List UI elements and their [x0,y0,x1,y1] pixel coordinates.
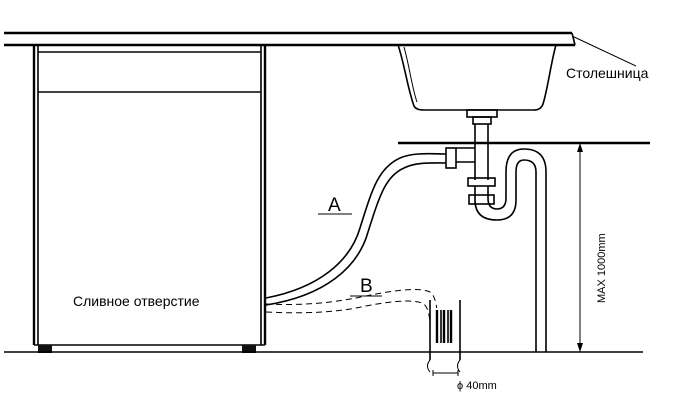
countertop-label: Столешница [566,65,649,81]
max-height-label: MAX 1000mm [596,233,608,303]
max-height-dimension [577,143,583,352]
hose-a-label: A [328,195,341,216]
pipe-diameter-label: ϕ 40mm [457,380,497,392]
countertop [4,31,637,67]
dishwasher [32,45,267,353]
drain-outlet-label: Сливное отверстие [73,293,200,309]
countertop-leader-line [571,35,637,67]
drain-pipe-hatch [434,308,456,346]
sink-drain-pipe [456,124,547,352]
hose-b-label: B [360,276,373,297]
sink [397,44,557,125]
floor-drain-pipe [427,300,461,376]
drain-hose-a [265,147,457,306]
drain-hose-b [265,289,438,331]
